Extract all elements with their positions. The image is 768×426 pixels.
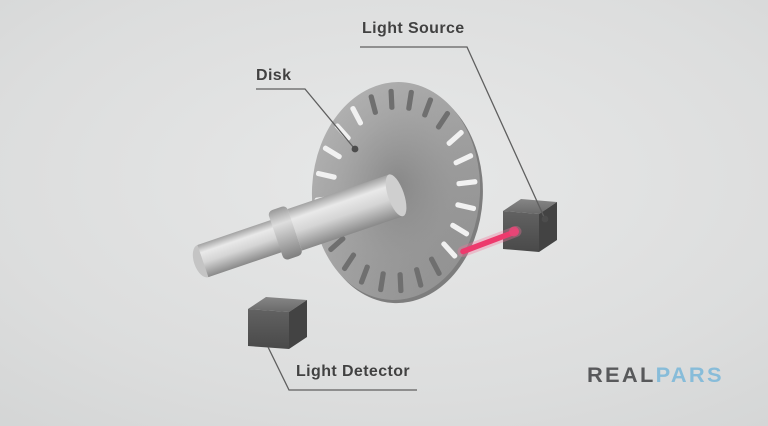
disk-slot <box>341 252 357 272</box>
disk-callout-line <box>256 88 355 149</box>
disk-slots <box>314 88 478 294</box>
laser-beam <box>457 226 522 257</box>
disk-slot <box>328 236 346 253</box>
disk-slot <box>350 105 364 126</box>
disk-slot <box>368 94 378 115</box>
disk-slot <box>450 222 470 237</box>
light-source-cube-front-face <box>503 211 539 252</box>
disk-slot <box>428 256 442 277</box>
disk-slot <box>334 123 351 141</box>
disk-slot <box>435 110 451 130</box>
light-detector-cube-front-face <box>248 309 289 349</box>
shaft-thick-section <box>287 174 405 251</box>
realpars-logo-pars: PARS <box>655 364 724 387</box>
shaft-hub-end <box>385 174 407 217</box>
disk-slot <box>456 179 478 187</box>
disk-slot <box>446 129 464 146</box>
disk-slot <box>315 170 337 180</box>
shaft-collar <box>268 206 302 260</box>
laser-beam-core <box>460 228 519 255</box>
light-detector-label: Light Detector <box>296 363 411 380</box>
disk-callout-dot <box>351 145 359 153</box>
disk-slot <box>422 97 434 118</box>
laser-beam-origin-blob <box>509 226 519 237</box>
light-source-cube-top-face <box>503 199 557 214</box>
disk-slot <box>397 272 404 294</box>
disk-slot <box>378 271 386 293</box>
shaft <box>192 174 407 278</box>
light-source-cube <box>503 199 557 252</box>
callout-lines <box>256 46 546 391</box>
light-detector-callout-line <box>267 346 417 391</box>
light-source-callout-line <box>360 46 546 220</box>
disk-slot <box>453 153 474 166</box>
disk-slot <box>414 267 424 288</box>
realpars-logo-real: REAL <box>587 364 656 387</box>
light-source-callout-dot <box>541 215 549 223</box>
light-detector-cube-top-face <box>248 297 307 312</box>
disk-label: Disk <box>256 67 292 84</box>
disk-slot <box>388 88 395 110</box>
disk-slot <box>455 202 477 212</box>
light-source-label: Light Source <box>362 20 465 37</box>
encoder-disk <box>311 82 483 304</box>
light-detector-cube <box>248 297 307 349</box>
disk-slot <box>441 241 458 259</box>
disk-slot <box>358 264 370 285</box>
disk-slot <box>406 89 414 111</box>
shaft-thin-section <box>197 218 287 278</box>
disk-slot <box>322 145 342 160</box>
realpars-logo: REALPARS <box>587 364 724 388</box>
light-detector-cube-right-face <box>289 300 307 349</box>
